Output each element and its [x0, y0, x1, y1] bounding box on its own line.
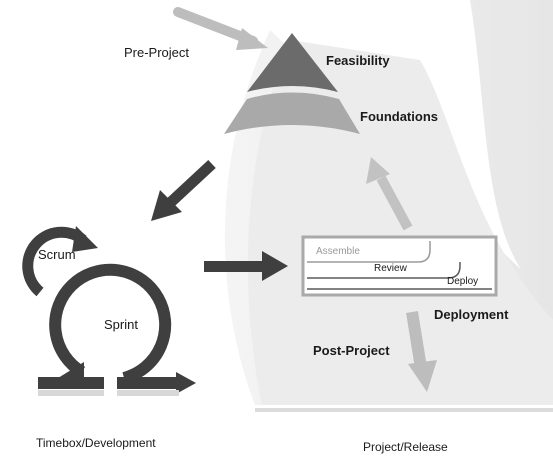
pre-project-arrow	[173, 7, 268, 50]
deploy-label: Deploy	[447, 276, 479, 287]
sprint-label: Sprint	[104, 317, 138, 332]
foundations-label: Foundations	[360, 109, 438, 124]
deployment-box	[301, 235, 498, 297]
review-label: Review	[374, 263, 407, 274]
foundations-to-sprint-arrow	[151, 159, 216, 221]
scrum-label: Scrum	[38, 247, 76, 262]
foundations-segment	[224, 92, 360, 134]
project-release-label: Project/Release	[363, 440, 448, 454]
pre-project-label: Pre-Project	[124, 45, 190, 60]
post-project-arrow	[406, 311, 437, 392]
scrum-loop-arrow	[22, 226, 98, 297]
feasibility-label: Feasibility	[326, 53, 390, 68]
assemble-label: Assemble	[316, 246, 360, 257]
feasibility-segment	[247, 33, 338, 92]
deployment-label: Deployment	[434, 307, 509, 322]
timebox-development-label: Timebox/Development	[36, 436, 156, 450]
timebox-base-arrow	[38, 372, 196, 396]
post-project-label: Post-Project	[313, 343, 390, 358]
to-deployment-arrow	[204, 251, 288, 281]
deployment-to-foundations-arrow	[366, 157, 413, 231]
